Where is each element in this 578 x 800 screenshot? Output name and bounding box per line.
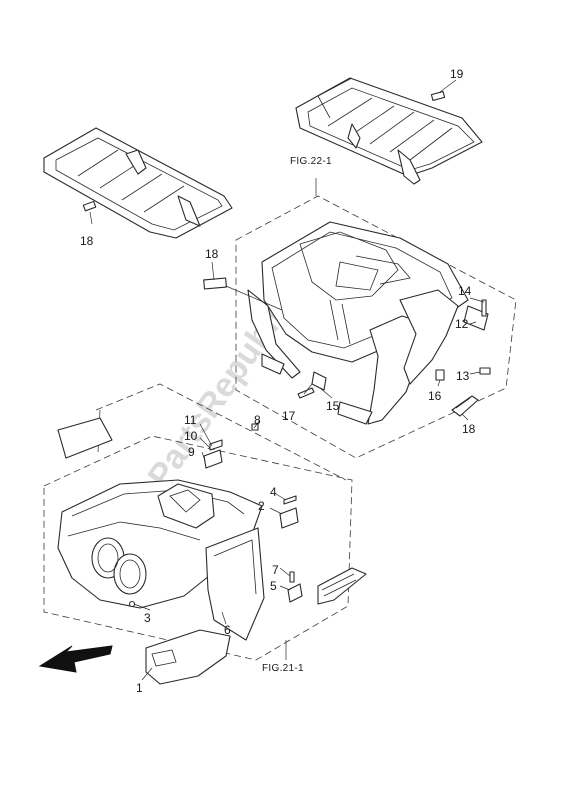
front-inner-panel[interactable]: [205, 527, 265, 641]
callout-7: 7: [272, 563, 279, 577]
callout-19: 18: [80, 234, 94, 248]
front-emblem: [317, 567, 367, 605]
fig22-label: FIG.22-1: [290, 156, 332, 167]
callout-6: 6: [224, 623, 231, 637]
fig22-boundary: [235, 195, 517, 459]
callout-2: 2: [258, 499, 265, 513]
callout-1: 1: [136, 681, 143, 695]
callout-10: 10: [184, 429, 198, 443]
callout-18-bottom: 18: [462, 422, 476, 436]
fender-pad: [203, 277, 227, 290]
front-carrier-label-plate: [82, 200, 97, 212]
grommet-3: [128, 600, 136, 608]
bolt-14: [481, 299, 487, 317]
rear-carrier-label-plate: [430, 90, 446, 102]
plate-2: [279, 507, 299, 529]
callout-18-top: 18: [205, 247, 219, 261]
bolt-7: [289, 571, 295, 583]
plate-9: [203, 449, 223, 469]
callout-17: 17: [282, 409, 296, 423]
callout-13: 13: [456, 369, 470, 383]
fig21-boundary: [43, 435, 353, 661]
clip-13: [479, 367, 491, 375]
callout-20: 19: [450, 67, 464, 81]
callout-11: 11: [184, 413, 197, 427]
callout-9: 9: [188, 445, 195, 459]
callout-5: 5: [270, 579, 277, 593]
grommet-15: [311, 371, 327, 391]
callout-14: 14: [458, 284, 472, 298]
callout-12: 12: [455, 317, 469, 331]
front-fender[interactable]: [57, 417, 263, 609]
callout-8: 8: [254, 413, 261, 427]
callout-15: 15: [326, 399, 340, 413]
clip-16: [435, 369, 445, 381]
callout-16: 16: [428, 389, 442, 403]
front-carrier-rack[interactable]: [43, 127, 233, 239]
callout-4: 4: [270, 485, 277, 499]
clip-5: [287, 583, 303, 603]
front-direction-arrow: [38, 645, 113, 673]
rear-carrier-rack[interactable]: [295, 77, 483, 185]
callout-3: 3: [144, 611, 151, 625]
front-panel-boundary: [95, 383, 347, 481]
fig21-label: FIG.21-1: [262, 663, 304, 674]
rear-reflector: [451, 395, 479, 417]
screw-4: [283, 495, 297, 505]
footrest-guard[interactable]: [145, 629, 231, 685]
screw-17: [297, 387, 315, 399]
rear-fender[interactable]: [247, 221, 469, 425]
leader-lines: [89, 79, 485, 681]
callout-numbers: 19 18 18 14 12 13 16 15 17 18 8 11 10 9 …: [80, 67, 476, 695]
